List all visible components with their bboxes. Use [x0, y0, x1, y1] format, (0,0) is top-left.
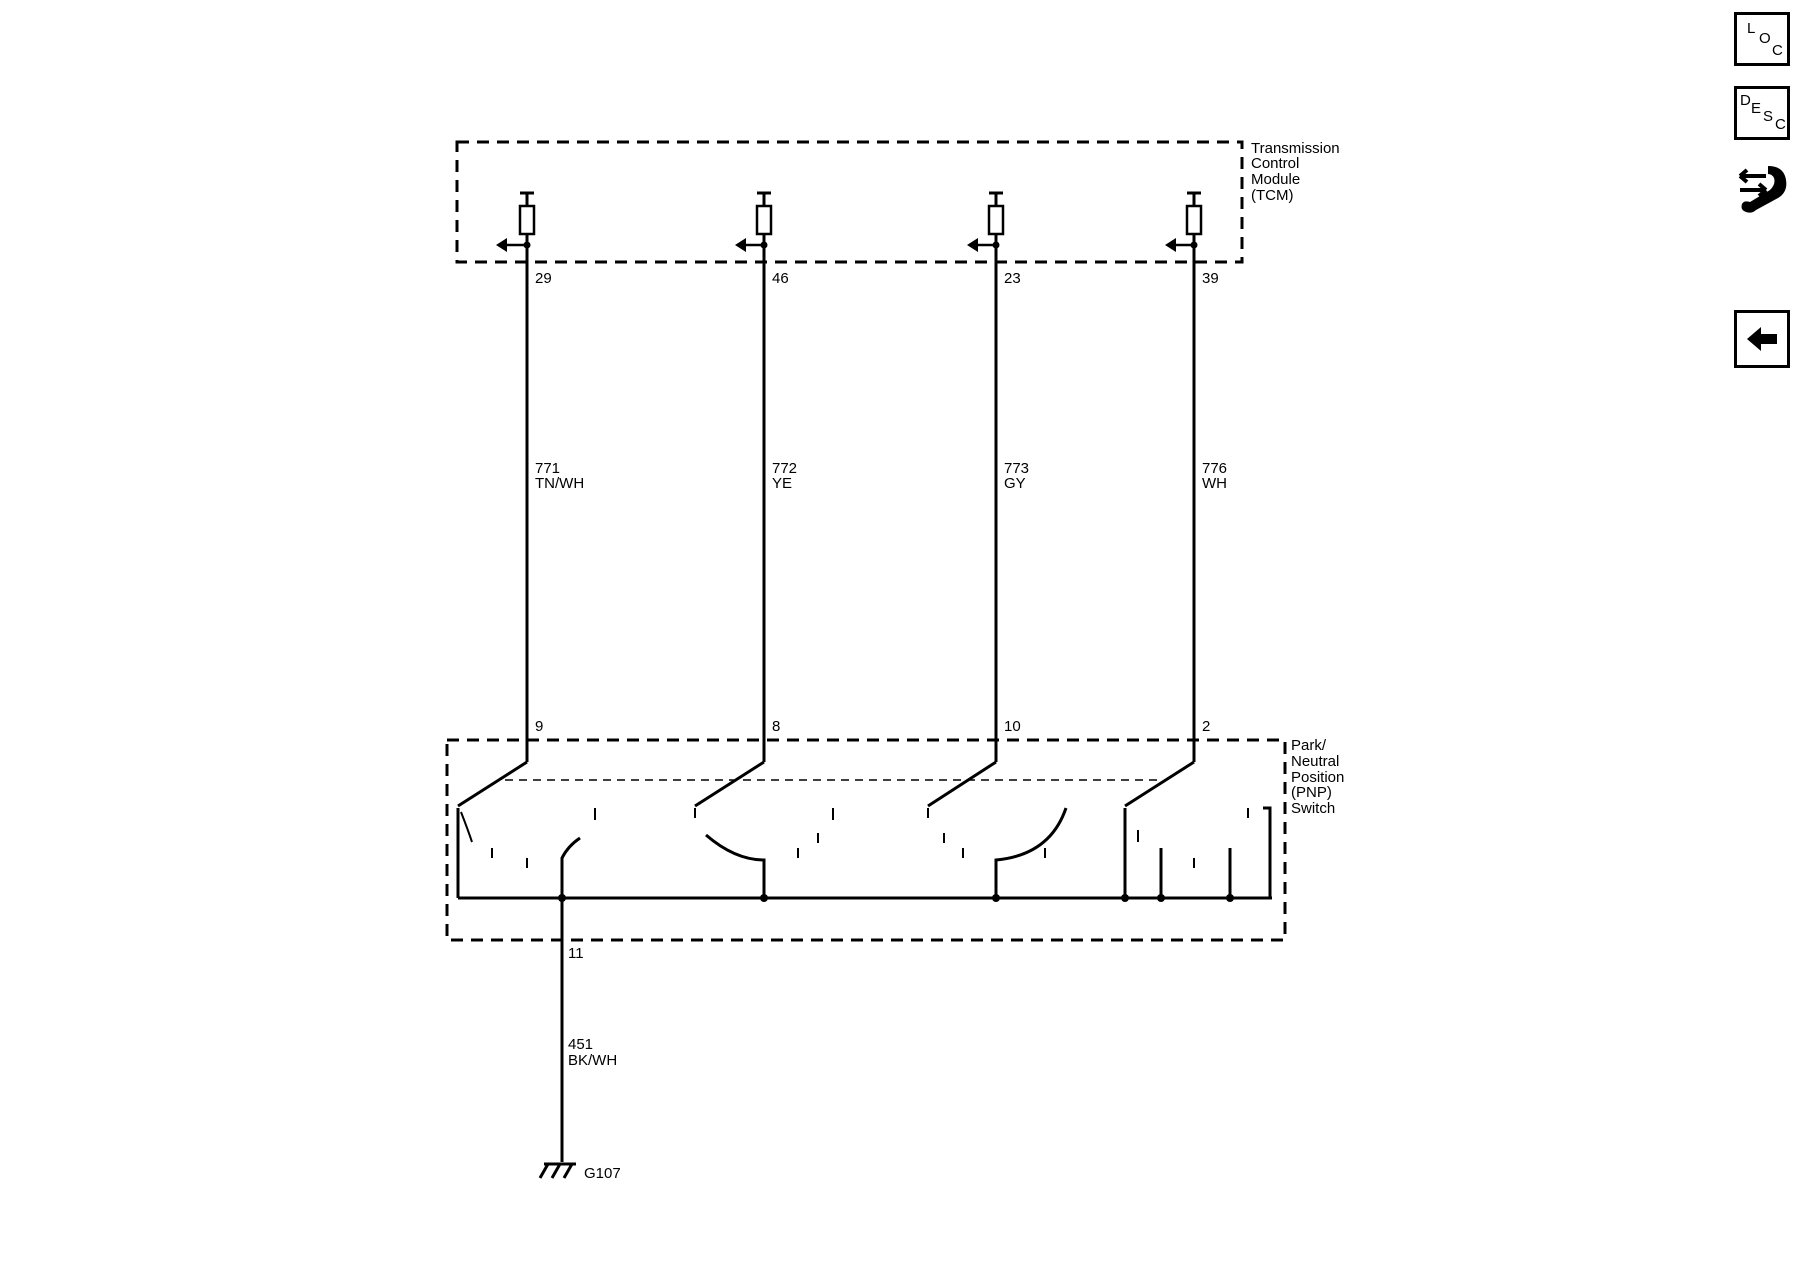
- circuit-wire-771: 29 771 TN/WH 9: [496, 191, 584, 762]
- location-button[interactable]: L O C: [1734, 12, 1790, 66]
- arrow-left-icon: [1747, 327, 1777, 351]
- pnp-pin-label: 8: [772, 718, 780, 735]
- circuit-number: 771: [535, 460, 560, 477]
- tcm-pin-label: 23: [1004, 270, 1021, 287]
- pnp-pin-label: 2: [1202, 718, 1210, 735]
- pnp-pin-label: 11: [568, 945, 584, 962]
- tcm-label: Transmission Control Module (TCM): [1251, 140, 1340, 204]
- wire-color: GY: [1004, 475, 1026, 492]
- pnp-label: Park/ Neutral Position (PNP) Switch: [1291, 737, 1344, 817]
- wire-color: BK/WH: [568, 1052, 617, 1069]
- circuit-number: 773: [1004, 460, 1029, 477]
- desc-letter: D: [1740, 92, 1751, 109]
- tcm-label-line: Module: [1251, 171, 1300, 188]
- circuit-number: 772: [772, 460, 797, 477]
- desc-letter: S: [1763, 108, 1774, 125]
- ground-symbol: [538, 1162, 576, 1179]
- loc-letter: L: [1747, 20, 1756, 37]
- tcm-pin-label: 46: [772, 270, 789, 287]
- loc-letter: O: [1759, 30, 1771, 47]
- tcm-label-line: (TCM): [1251, 187, 1293, 204]
- back-button[interactable]: [1734, 310, 1790, 368]
- desc-letter: C: [1775, 116, 1786, 133]
- loc-letter: C: [1772, 42, 1783, 59]
- service-procedure-button[interactable]: [1734, 160, 1790, 222]
- pnp-label-line: Park/: [1291, 737, 1327, 754]
- circuit-wire-776: 39 776 WH 2: [1165, 191, 1227, 762]
- ground-id-label: G107: [584, 1165, 621, 1182]
- tcm-module-box: [455, 140, 1244, 264]
- pnp-switch-contacts: [456, 760, 1272, 900]
- circuit-number: 776: [1202, 460, 1227, 477]
- pnp-switch-box: [445, 738, 1287, 942]
- wire-color: YE: [772, 475, 792, 492]
- pnp-label-line: Switch: [1291, 800, 1335, 817]
- description-button[interactable]: D E S C: [1734, 86, 1790, 140]
- wire-color: TN/WH: [535, 475, 584, 492]
- circuit-wire-772: 46 772 YE 8: [735, 191, 797, 762]
- tcm-pin-label: 39: [1202, 270, 1219, 287]
- pnp-pin-label: 10: [1004, 718, 1021, 735]
- pnp-bus-junctions: [558, 894, 1234, 902]
- pnp-label-line: Neutral: [1291, 753, 1339, 770]
- pnp-label-line: (PNP): [1291, 784, 1332, 801]
- desc-letter: E: [1751, 100, 1762, 117]
- tcm-pin-label: 29: [535, 270, 552, 287]
- wire-color: WH: [1202, 475, 1227, 492]
- circuit-wire-773: 23 773 GY 10: [967, 191, 1029, 762]
- pnp-label-line: Position: [1291, 769, 1344, 786]
- ground-wire-451: 11 451 BK/WH: [560, 898, 617, 1162]
- pnp-pin-label: 9: [535, 718, 543, 735]
- tcm-label-line: Transmission: [1251, 140, 1340, 157]
- circuit-number: 451: [568, 1036, 593, 1053]
- tcm-label-line: Control: [1251, 155, 1299, 172]
- wrench-arrows-icon: [1738, 166, 1787, 213]
